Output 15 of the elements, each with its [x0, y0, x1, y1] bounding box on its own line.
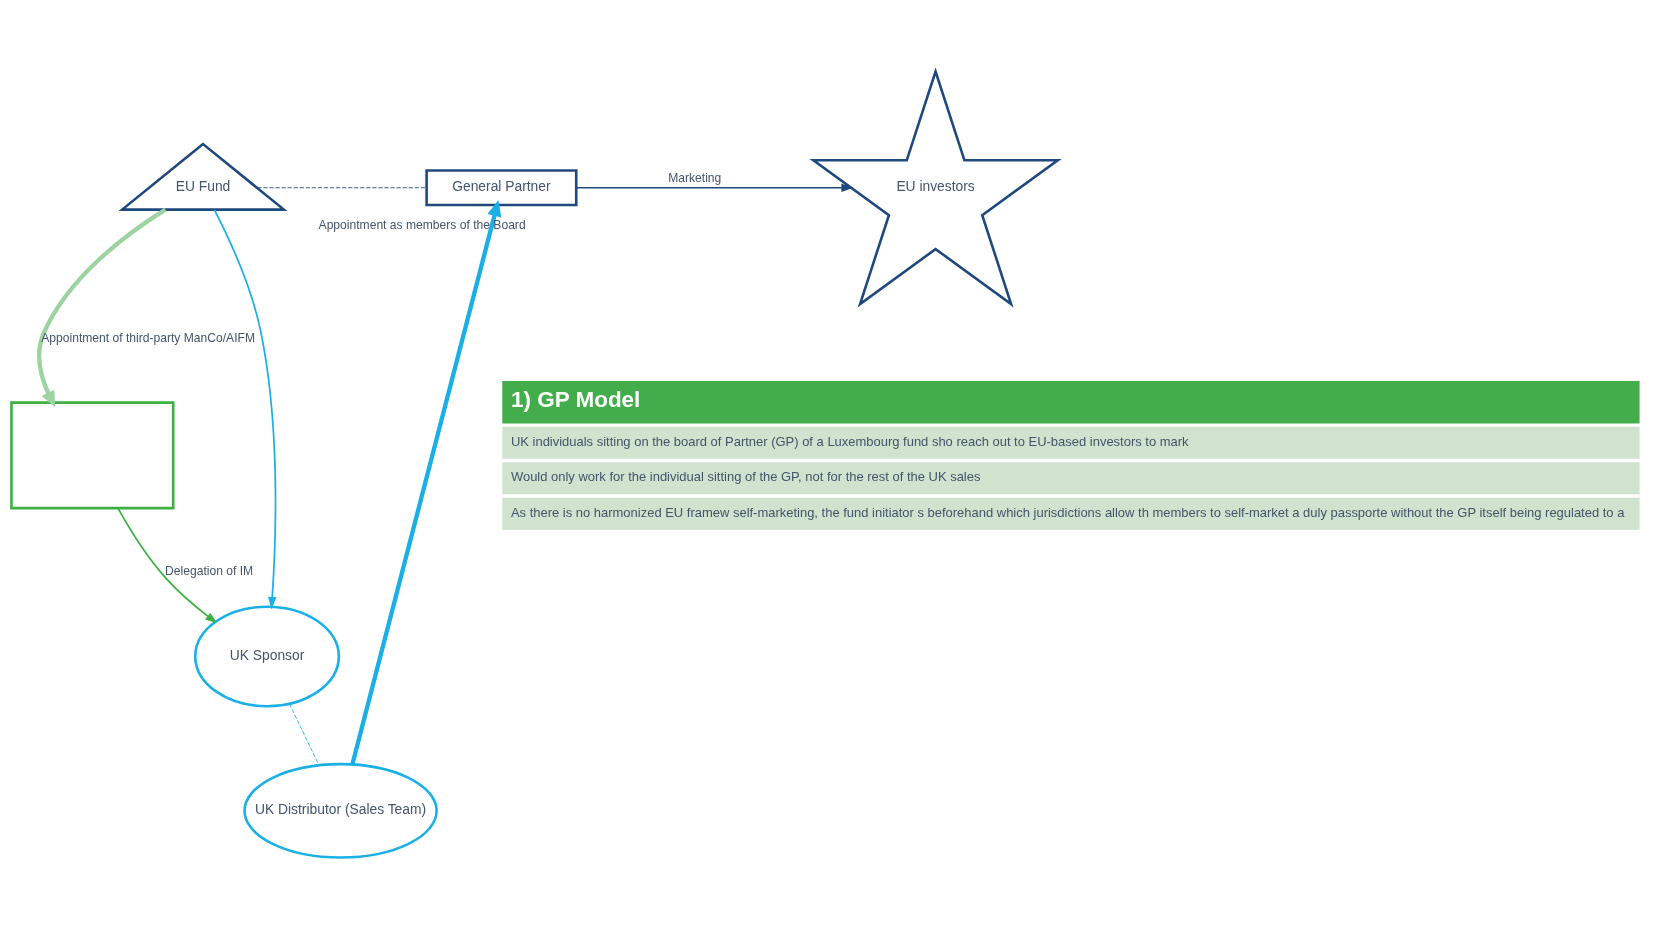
connector [256, 187, 427, 189]
arrow [37, 207, 167, 408]
edge-label: Delegation of IM [165, 563, 254, 578]
node-ellipse: UK Distributor (Sales Team) [243, 762, 438, 859]
connector [289, 703, 320, 766]
arrow [350, 200, 502, 765]
edge-label: Appointment of third-party ManCo/AIFM [41, 331, 255, 346]
arrow [575, 183, 854, 192]
edge-label: Appointment as members of the Board [318, 218, 526, 233]
node-box [10, 401, 175, 510]
arrow [213, 208, 277, 610]
node-box: General Partner [425, 169, 578, 207]
arrow [117, 507, 218, 624]
edge-label: Marketing [668, 170, 722, 185]
node-ellipse: UK Sponsor [193, 605, 341, 708]
